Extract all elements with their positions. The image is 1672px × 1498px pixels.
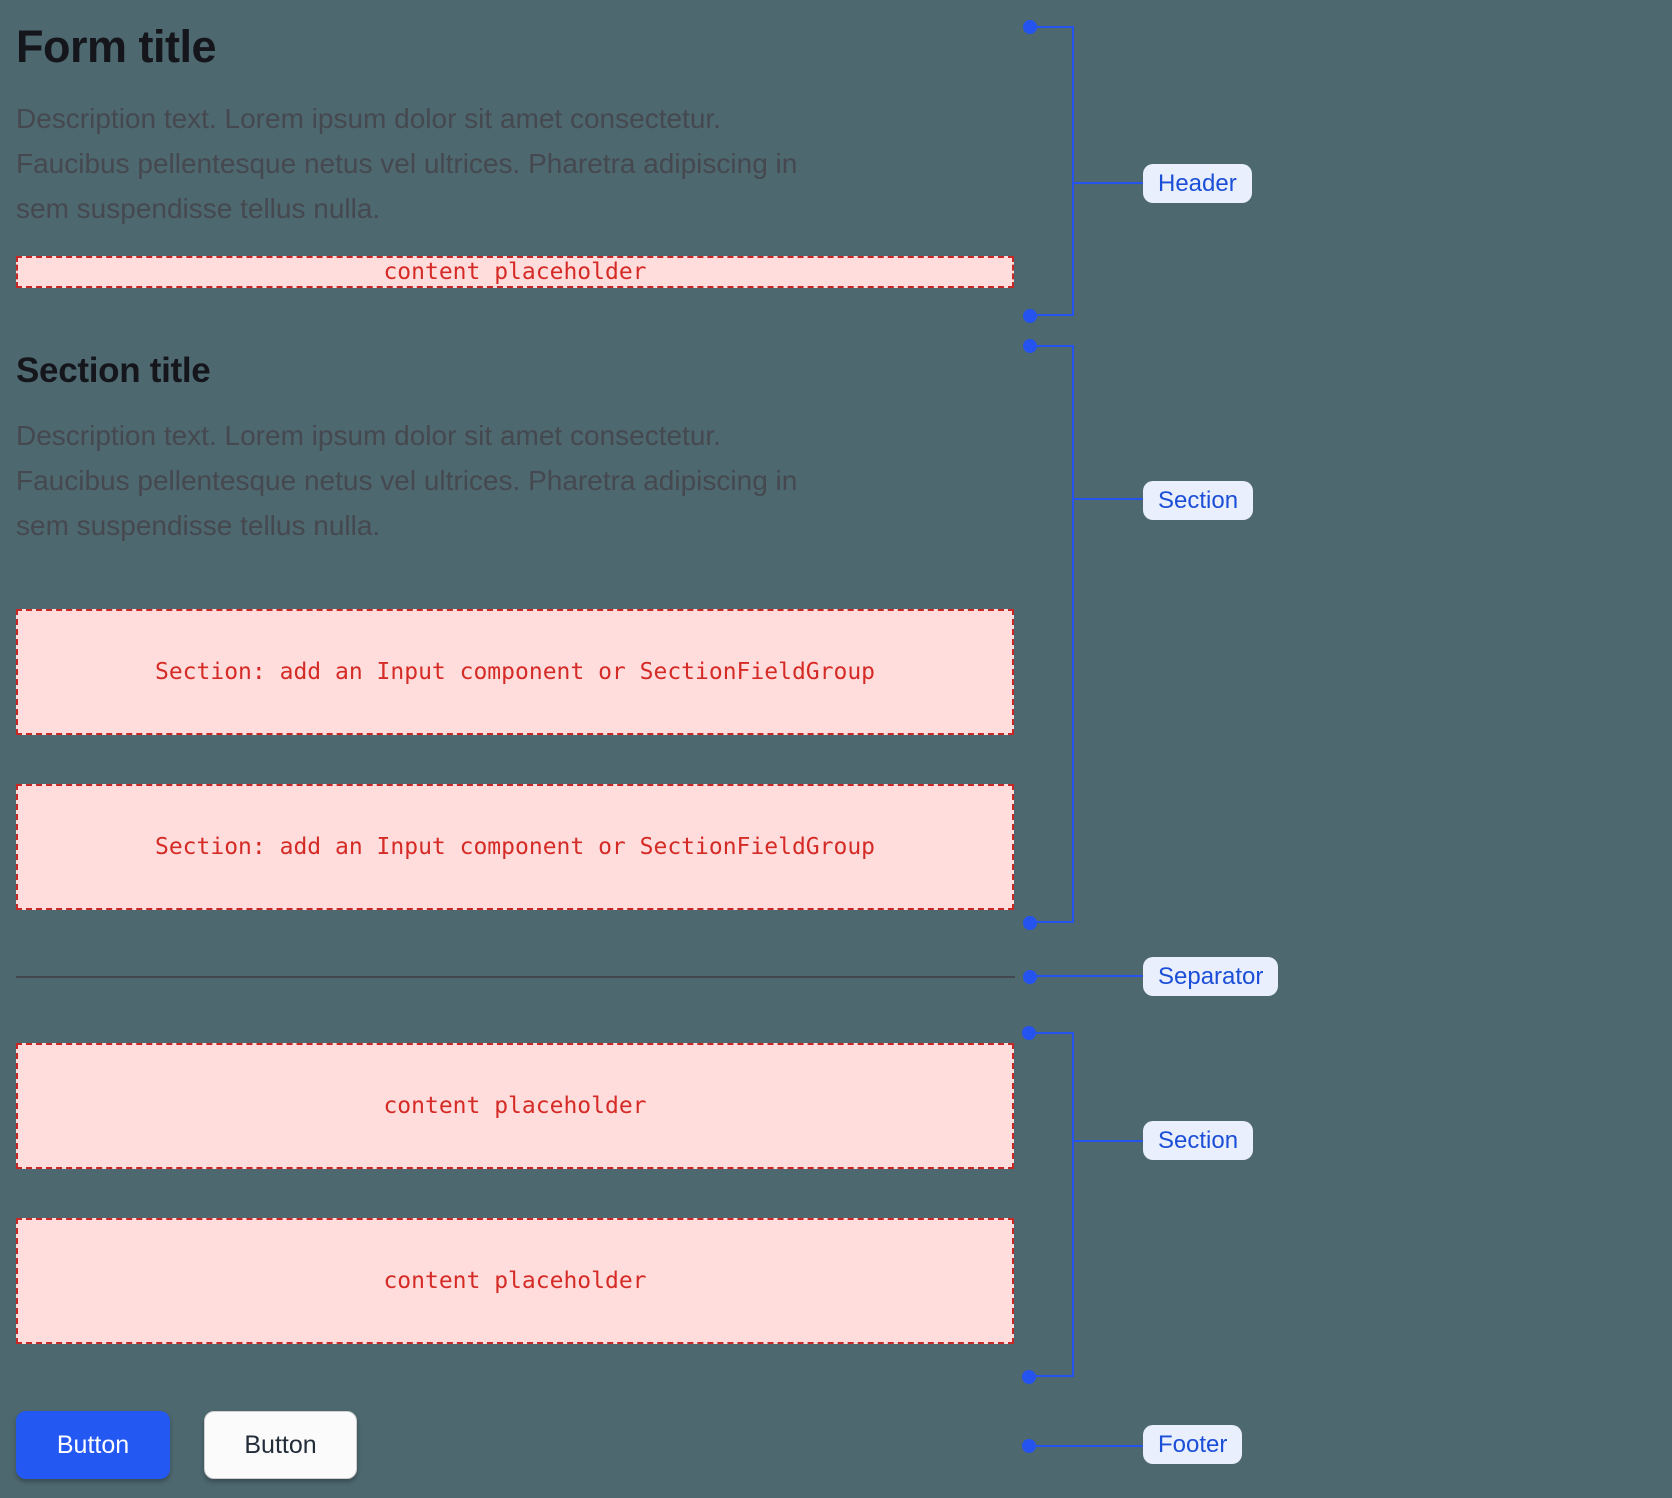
bracket-line (1074, 182, 1143, 184)
section-description-line: Description text. Lorem ipsum dolor sit … (16, 420, 721, 451)
primary-button[interactable]: Button (16, 1411, 170, 1479)
bracket-line (1030, 314, 1074, 316)
form-title: Form title (16, 21, 217, 72)
bracket-line (1072, 345, 1074, 923)
anchor-dot (1022, 1439, 1036, 1453)
form-description: Description text. Lorem ipsum dolor sit … (16, 96, 936, 231)
bracket-line (1074, 1140, 1143, 1142)
bracket-line (1072, 26, 1074, 316)
section-input-placeholder: Section: add an Input component or Secti… (16, 784, 1014, 910)
section-content-placeholder: content placeholder (16, 1043, 1014, 1169)
header-annotation-label: Header (1143, 164, 1252, 203)
bracket-line (1072, 1032, 1074, 1377)
header-content-placeholder: content placeholder (16, 256, 1014, 288)
anchor-dot (1023, 916, 1037, 930)
placeholder-text: Section: add an Input component or Secti… (154, 834, 876, 860)
section-content-placeholder: content placeholder (16, 1218, 1014, 1344)
form-description-line: Description text. Lorem ipsum dolor sit … (16, 103, 721, 134)
connector-line (1037, 975, 1143, 977)
bracket-line (1030, 345, 1074, 347)
anchor-dot (1023, 309, 1037, 323)
bracket-line (1074, 498, 1143, 500)
bracket-line (1029, 1032, 1074, 1034)
separator-line (16, 976, 1015, 978)
section-description-line: sem suspendisse tellus nulla. (16, 510, 381, 541)
placeholder-text: content placeholder (383, 259, 647, 285)
bracket-line (1029, 1375, 1074, 1377)
placeholder-text: content placeholder (383, 1093, 647, 1119)
secondary-button[interactable]: Button (204, 1411, 357, 1479)
anchor-dot (1023, 970, 1037, 984)
bracket-line (1030, 26, 1074, 28)
bracket-line (1030, 921, 1074, 923)
form-description-line: Faucibus pellentesque netus vel ultrices… (16, 148, 798, 179)
form-description-line: sem suspendisse tellus nulla. (16, 193, 381, 224)
section-annotation-label: Section (1143, 481, 1254, 520)
section-description: Description text. Lorem ipsum dolor sit … (16, 413, 936, 548)
section-title: Section title (16, 351, 211, 390)
footer-annotation-label: Footer (1143, 1425, 1243, 1464)
connector-line (1036, 1445, 1143, 1447)
placeholder-text: content placeholder (383, 1268, 647, 1294)
anchor-dot (1022, 1370, 1036, 1384)
separator-annotation-label: Separator (1143, 957, 1279, 996)
section-annotation-label: Section (1143, 1121, 1254, 1160)
placeholder-text: Section: add an Input component or Secti… (154, 659, 876, 685)
section-input-placeholder: Section: add an Input component or Secti… (16, 609, 1014, 735)
section-description-line: Faucibus pellentesque netus vel ultrices… (16, 465, 798, 496)
